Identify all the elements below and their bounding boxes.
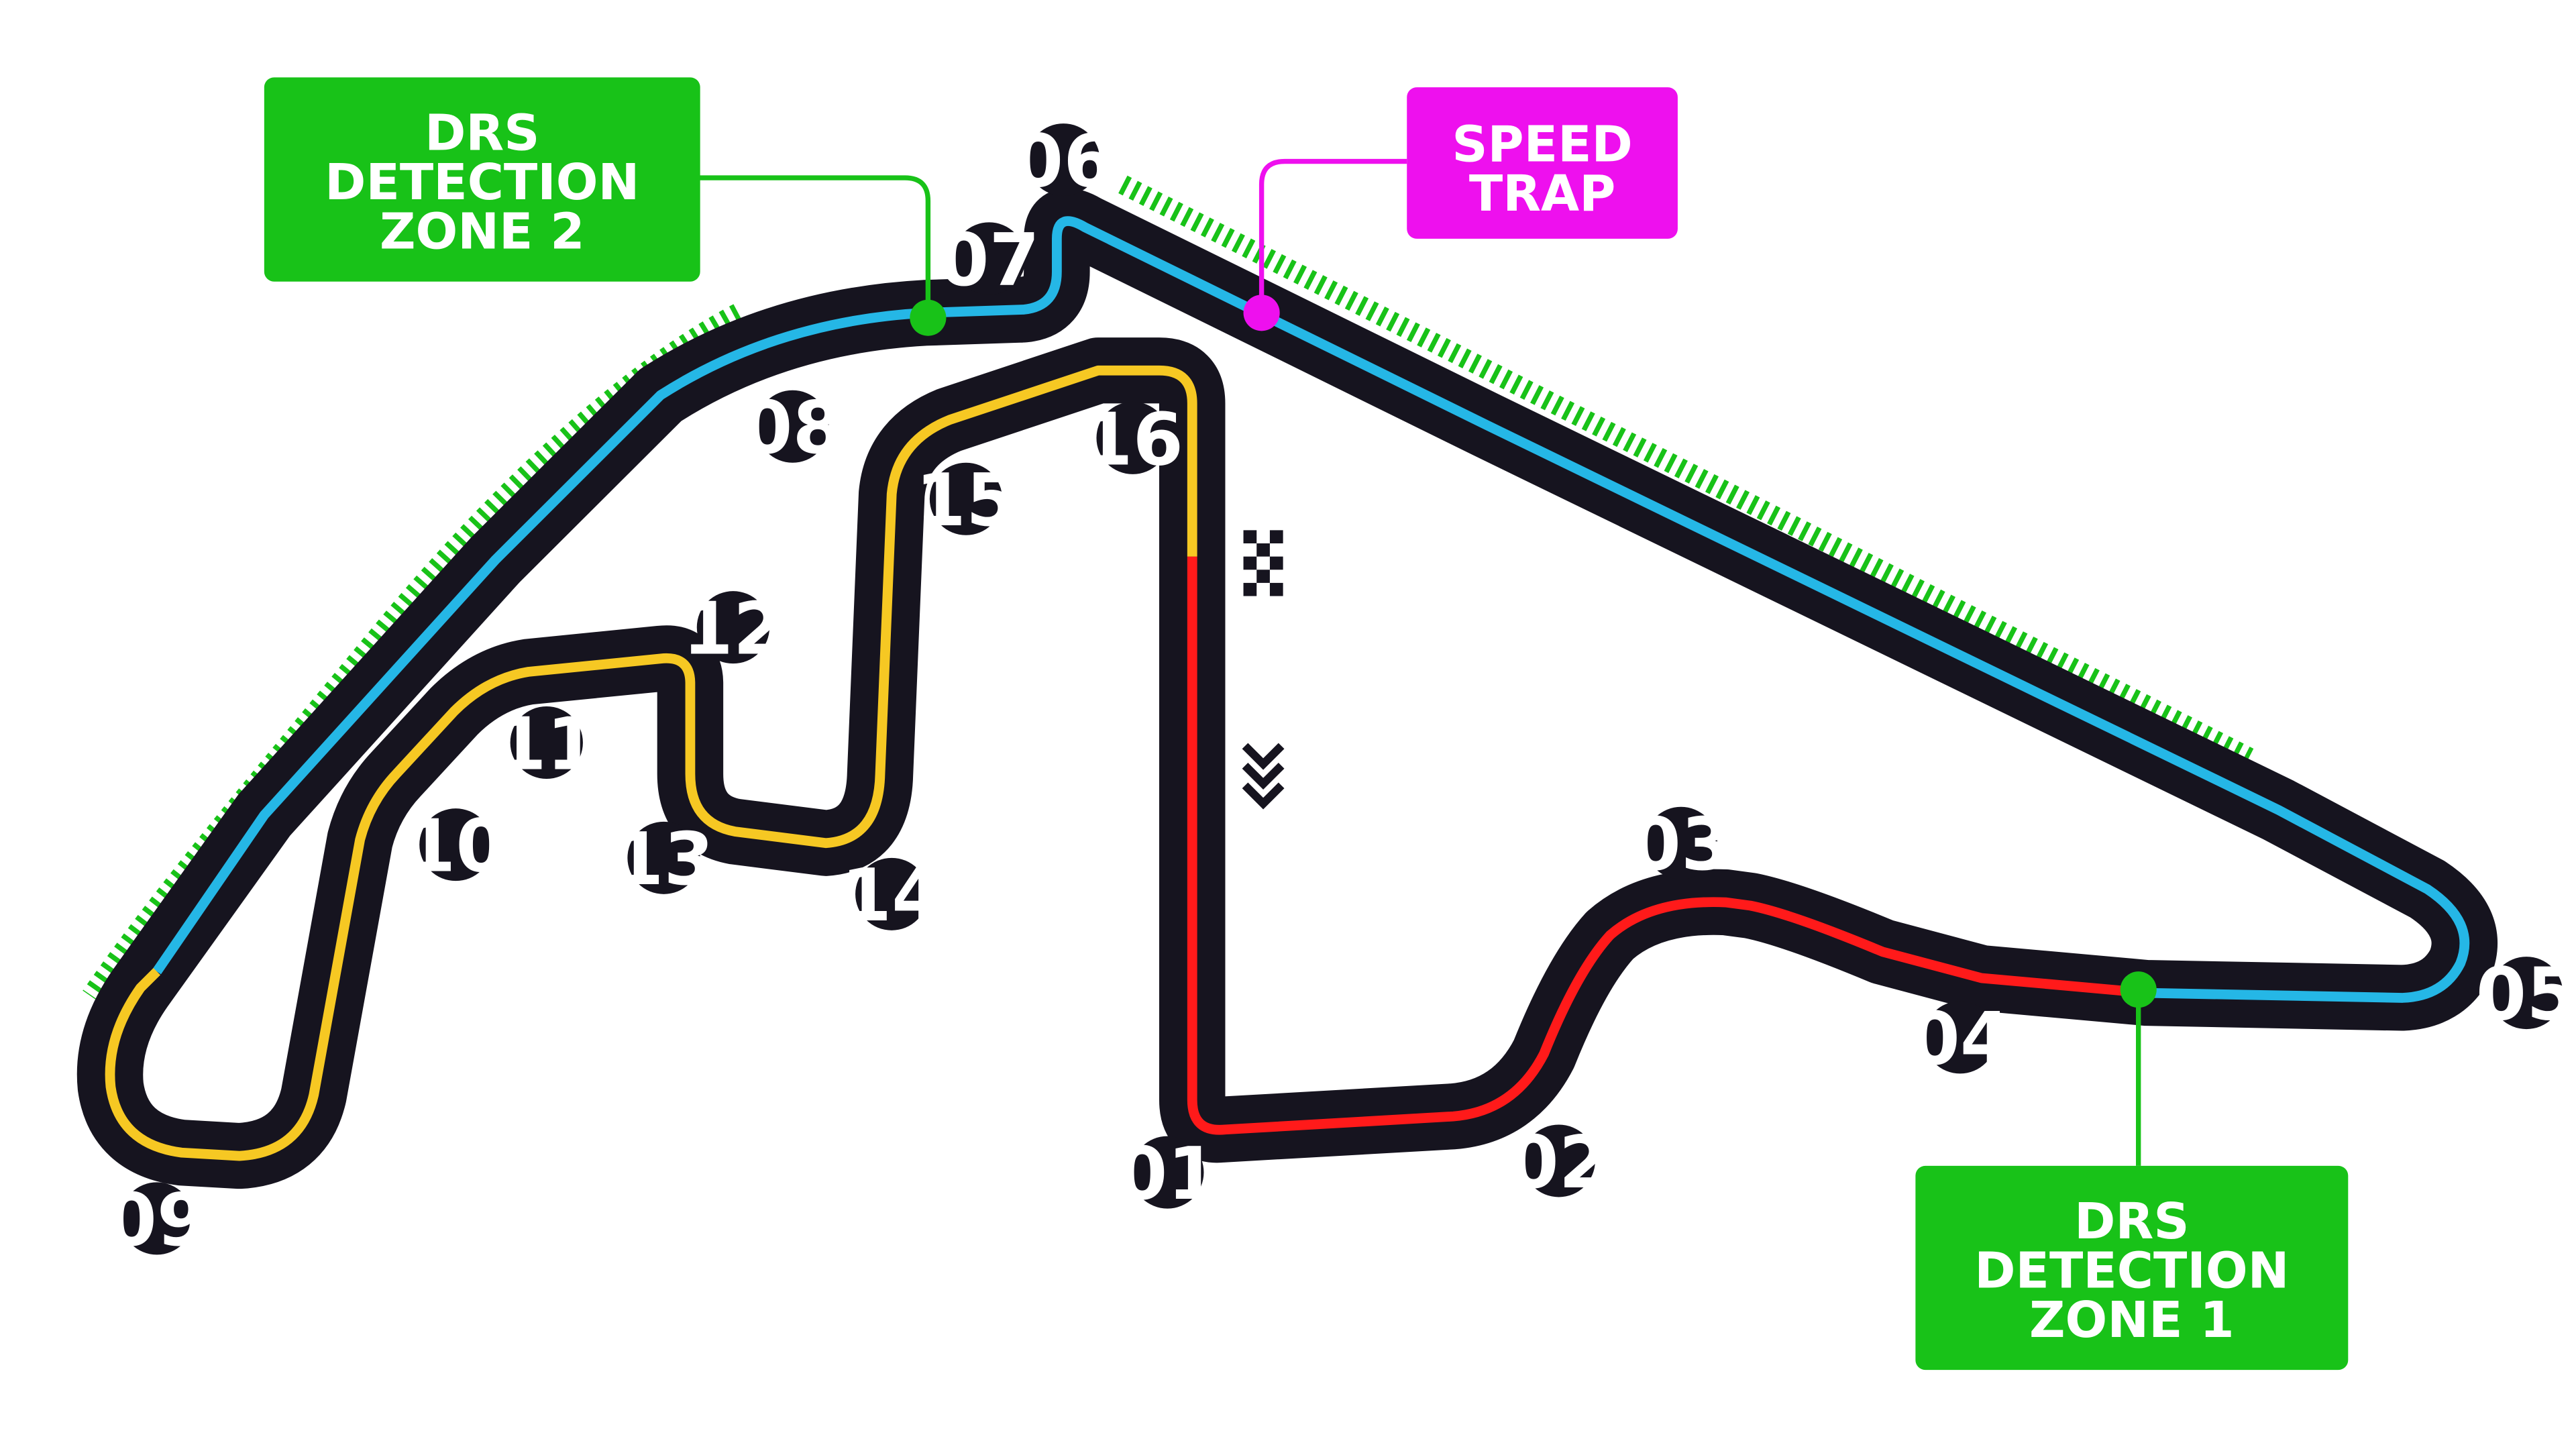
speed-trap-line-2: TRAP — [1469, 166, 1615, 223]
svg-text:09: 09 — [106, 1178, 207, 1263]
svg-text:01: 01 — [1117, 1132, 1218, 1216]
svg-text:06: 06 — [1013, 119, 1114, 204]
svg-text:07: 07 — [938, 218, 1040, 303]
turn-marker: 12 — [683, 587, 784, 672]
svg-text:14: 14 — [841, 853, 943, 938]
speed-trap-connector — [1258, 158, 1407, 313]
callout-connectors — [696, 158, 2141, 1166]
turn-marker: 09 — [106, 1178, 207, 1263]
checkered-flag-icon — [1243, 530, 1283, 596]
drs-activation-zones — [83, 175, 2254, 1002]
drs-zone-2-connector — [696, 175, 931, 318]
sector-2-line — [152, 216, 2470, 1003]
direction-chevrons-icon — [1242, 743, 1285, 810]
svg-text:15: 15 — [916, 458, 1017, 543]
drs-zone-1-box — [1915, 1165, 2349, 1371]
speed-trap-box — [1407, 87, 1678, 239]
svg-text:04: 04 — [1909, 997, 2010, 1081]
drs-zone-2-line-1: DRS — [425, 105, 539, 162]
turn-marker: 08 — [742, 386, 843, 470]
svg-text:05: 05 — [2476, 953, 2576, 1037]
svg-text:03: 03 — [1630, 802, 1731, 887]
svg-text:08: 08 — [742, 386, 843, 470]
drs-zone-1-line-2: DETECTION — [1974, 1243, 2289, 1300]
drs-zone-indicator-back-straight — [1118, 175, 2254, 767]
drs-detection-zone-2-callout: DRS DETECTION ZONE 2 — [264, 77, 700, 282]
turn-marker: 16 — [1082, 397, 1183, 482]
drs-zone-1-line-1: DRS — [2074, 1193, 2189, 1250]
turn-marker: 07 — [938, 218, 1040, 303]
svg-text:02: 02 — [1508, 1120, 1609, 1205]
turn-marker: 15 — [916, 458, 1017, 543]
turn-marker: 02 — [1508, 1120, 1609, 1205]
speed-trap-callout: SPEED TRAP — [1407, 87, 1678, 239]
turn-marker: 05 — [2476, 953, 2576, 1037]
turn-marker: 13 — [613, 817, 714, 902]
sector-1-line — [1187, 556, 2147, 1135]
drs-detection-zone-1-callout: DRS DETECTION ZONE 1 — [1915, 1165, 2349, 1371]
drs-zone-2-line-3: ZONE 2 — [380, 204, 585, 261]
speed-trap-point — [1243, 294, 1280, 331]
turn-marker: 10 — [405, 804, 506, 889]
drs-detection-point-2 — [910, 299, 947, 336]
turn-marker: 03 — [1630, 802, 1731, 887]
svg-text:16: 16 — [1082, 397, 1183, 482]
turn-marker: 14 — [841, 853, 943, 938]
svg-text:10: 10 — [405, 804, 506, 889]
drs-zone-2-line-2: DETECTION — [325, 154, 639, 211]
drs-detection-point-1 — [2120, 971, 2157, 1008]
drs-zone-2-box — [264, 77, 700, 282]
svg-text:11: 11 — [496, 702, 597, 787]
turn-marker: 04 — [1909, 997, 2010, 1081]
svg-text:12: 12 — [683, 587, 784, 672]
drs-zone-1-line-3: ZONE 1 — [2029, 1292, 2235, 1349]
turn-marker: 06 — [1013, 119, 1114, 204]
sector-3-line — [105, 365, 1197, 1161]
speed-trap-line-1: SPEED — [1452, 117, 1632, 174]
turn-marker: 11 — [496, 702, 597, 787]
turn-marker: 01 — [1117, 1132, 1218, 1216]
turn-markers: 01 02 03 04 05 06 07 08 09 10 11 12 13 1… — [106, 119, 2576, 1263]
svg-text:13: 13 — [613, 817, 714, 902]
